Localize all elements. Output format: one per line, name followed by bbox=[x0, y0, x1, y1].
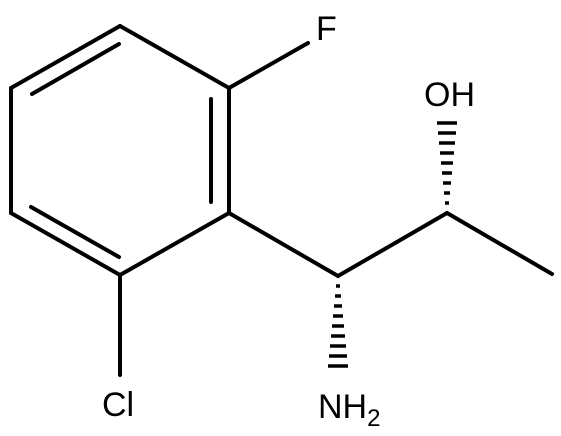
benzene-ring bbox=[9, 24, 231, 277]
bond-ring-to-fluorine bbox=[227, 41, 310, 90]
hashed-wedge-to-amine bbox=[328, 284, 348, 368]
amine-subscript: 2 bbox=[367, 405, 380, 432]
bond-c2-to-methyl bbox=[445, 211, 554, 276]
ring-bond-3 bbox=[118, 211, 231, 277]
bond-c1-to-c2 bbox=[336, 211, 449, 278]
amine-label: NH2 bbox=[318, 388, 380, 432]
ring-inner-bond-1 bbox=[30, 42, 121, 96]
ring-bond-6 bbox=[9, 24, 122, 90]
ring-inner-bond-3 bbox=[29, 205, 121, 259]
bond-ring-to-c1 bbox=[227, 211, 340, 278]
ring-bond-1 bbox=[118, 24, 231, 90]
hashed-wedge-to-hydroxyl bbox=[437, 121, 457, 205]
fluorine-label: F bbox=[316, 10, 337, 48]
chlorine-label: Cl bbox=[102, 386, 134, 424]
ring-bond-4 bbox=[9, 211, 122, 277]
hydroxyl-label: OH bbox=[424, 76, 475, 114]
amine-text: NH bbox=[318, 388, 367, 426]
